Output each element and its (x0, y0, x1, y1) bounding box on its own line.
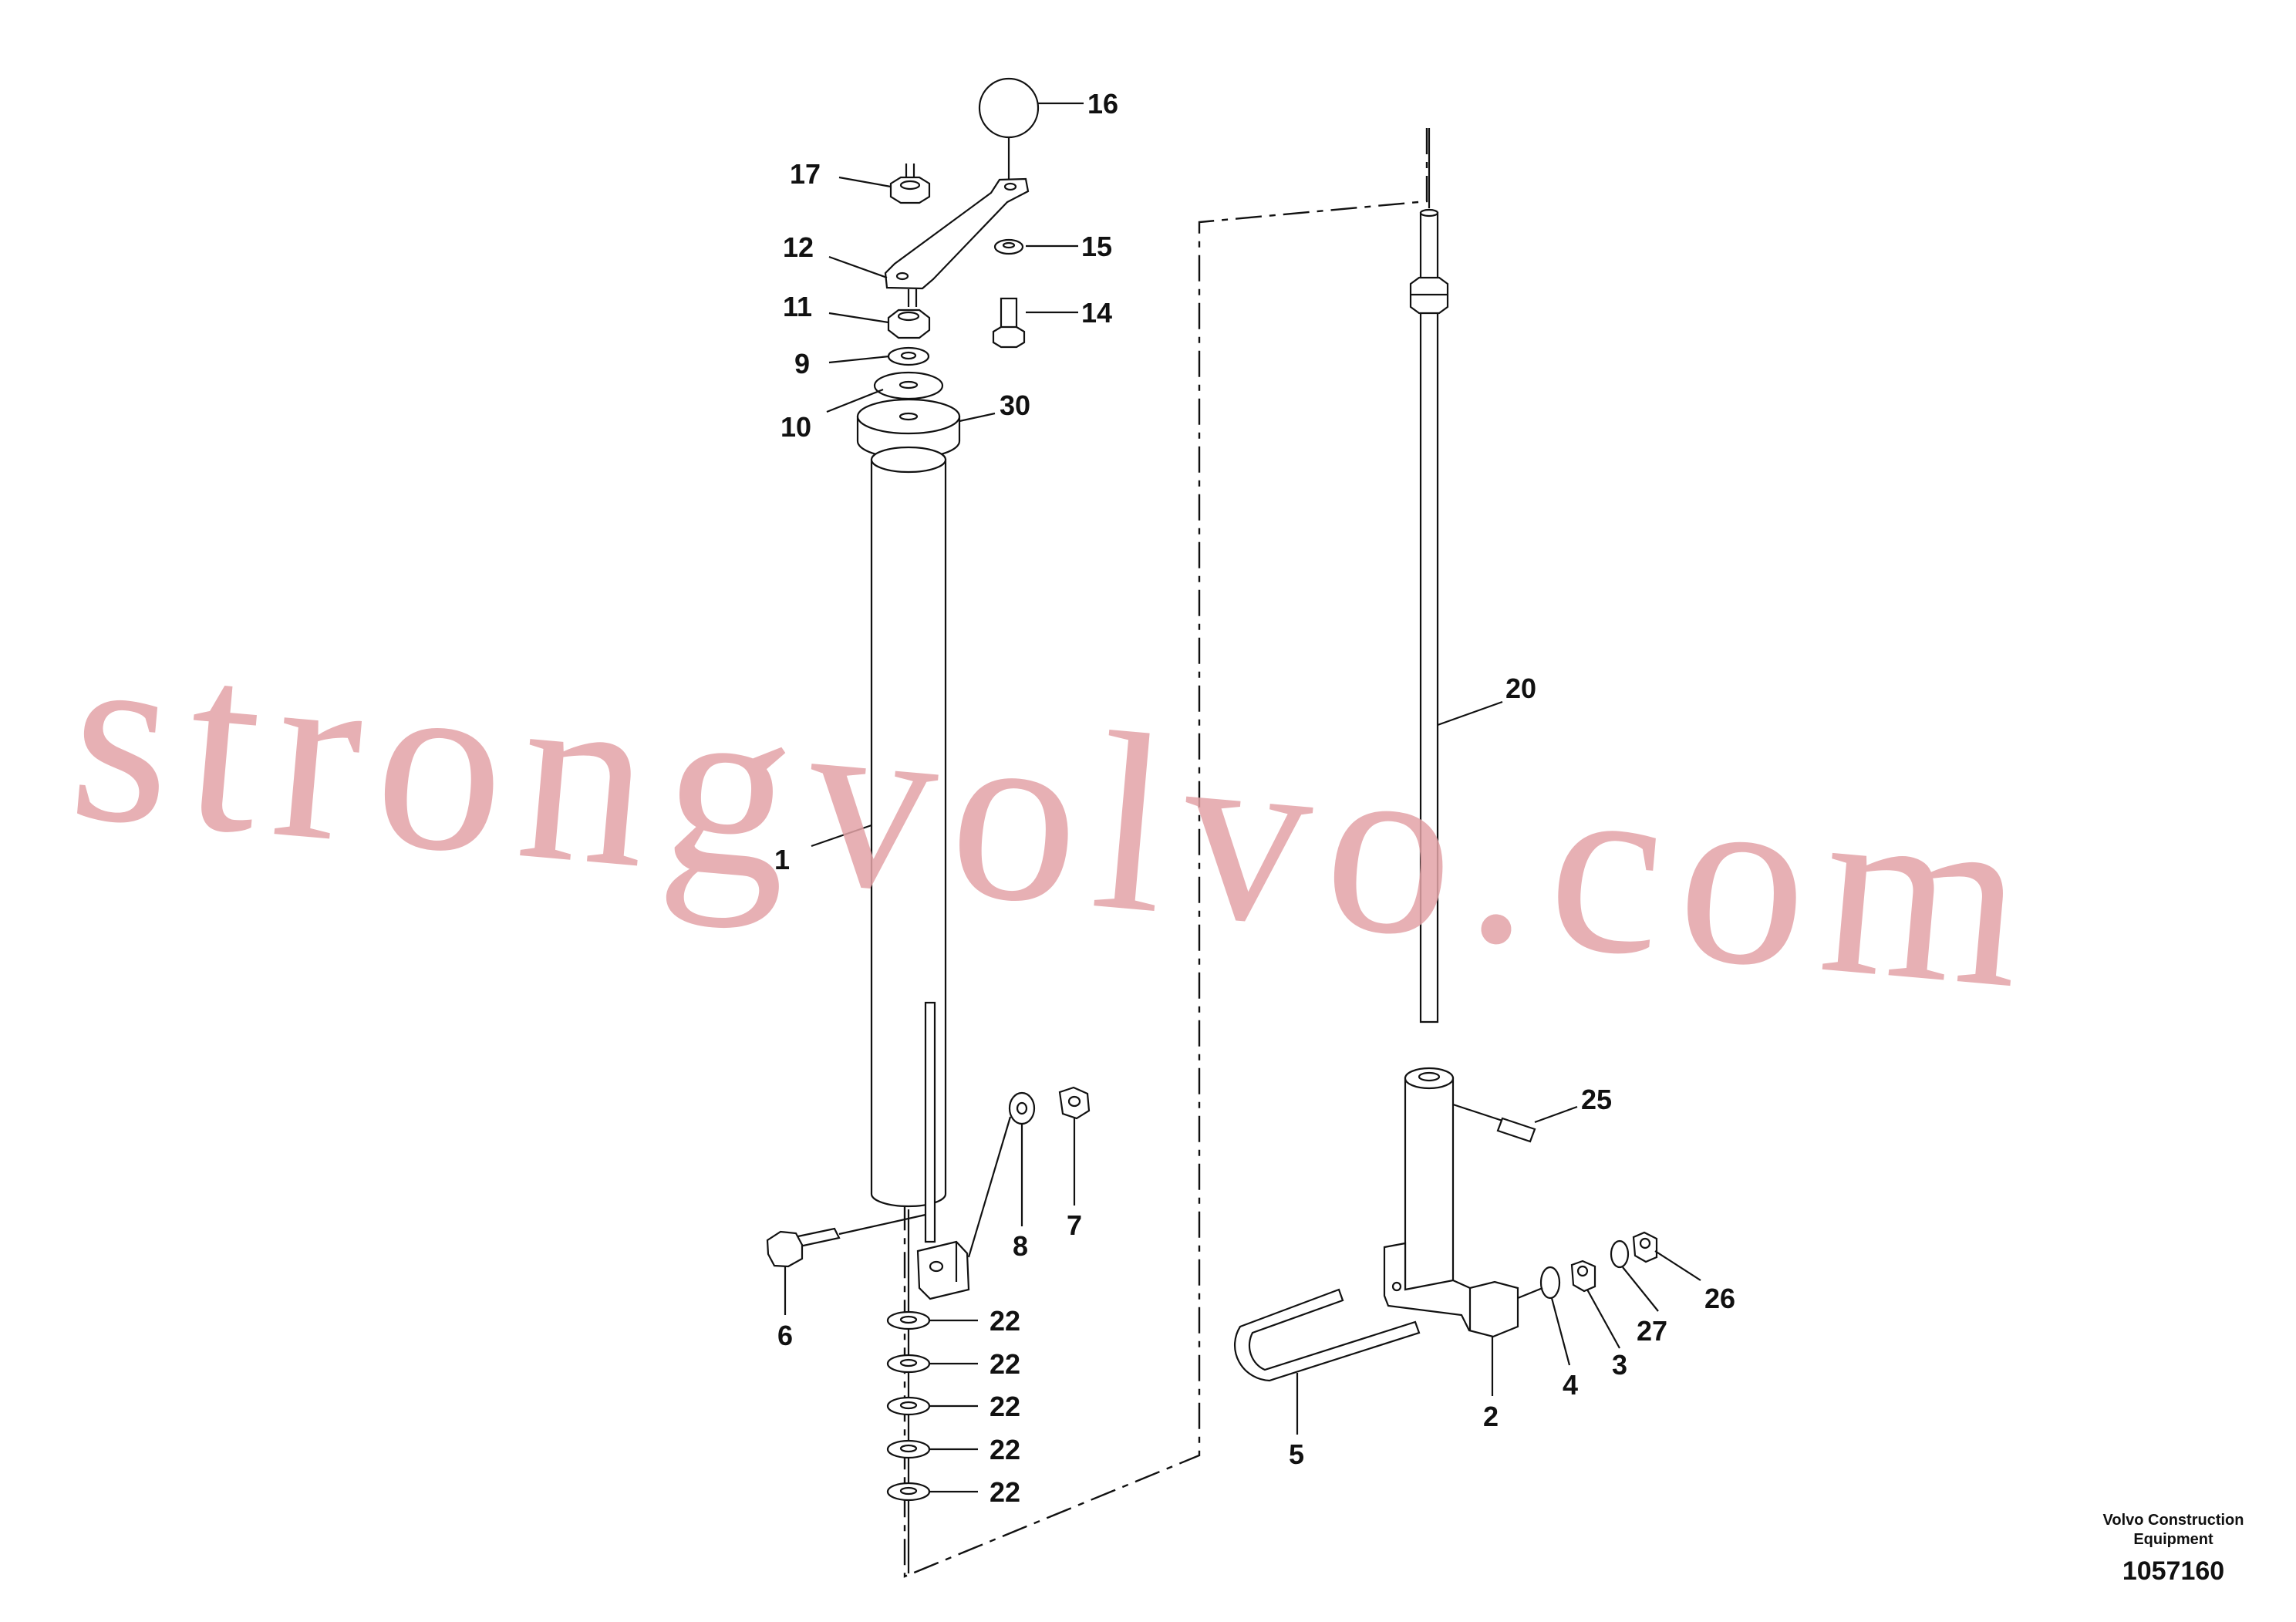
assembly-boundary (903, 128, 1428, 1578)
callout-9: 9 (794, 348, 810, 379)
callout-1: 1 (774, 844, 790, 875)
washer-27 (1610, 1239, 1630, 1269)
callout-11: 11 (783, 291, 812, 322)
lower-tube (1404, 1077, 1455, 1299)
credit-line-1: Volvo Construction (2103, 1512, 2244, 1529)
callout-22: 22 (990, 1391, 1020, 1422)
pin (1496, 1117, 1536, 1143)
document-number: 1057160 (2122, 1556, 2224, 1586)
callout-17: 17 (790, 158, 821, 190)
callout-27: 27 (1637, 1315, 1667, 1347)
callout-26: 26 (1704, 1283, 1735, 1314)
callout-16: 16 (1087, 88, 1118, 120)
clamp (1383, 1242, 1519, 1338)
callout-6: 6 (777, 1320, 793, 1351)
credit-line-2: Equipment (2133, 1531, 2213, 1548)
callout-3: 3 (1612, 1349, 1627, 1381)
washer-4 (1539, 1266, 1561, 1300)
watermark: strongvolvo.com (62, 591, 2051, 1044)
callout-22: 22 (990, 1305, 1020, 1337)
callout-22: 22 (990, 1434, 1020, 1465)
knob (978, 77, 1040, 139)
callout-25: 25 (1581, 1084, 1612, 1115)
callout-4: 4 (1563, 1369, 1578, 1401)
bracket-plate (924, 1001, 936, 1243)
u-bolt (1233, 1288, 1421, 1382)
callout-22: 22 (990, 1348, 1020, 1380)
callout-2: 2 (1483, 1401, 1499, 1432)
clamp-block (916, 1240, 970, 1300)
callout-14: 14 (1081, 297, 1112, 329)
callout-8: 8 (1013, 1230, 1028, 1262)
callout-5: 5 (1289, 1438, 1304, 1470)
callout-12: 12 (783, 231, 814, 263)
callout-22: 22 (990, 1476, 1020, 1508)
callout-30: 30 (1000, 389, 1030, 421)
callout-20: 20 (1505, 673, 1536, 704)
lever-arm (884, 177, 1030, 290)
callout-15: 15 (1081, 231, 1112, 262)
callout-7: 7 (1067, 1209, 1082, 1241)
callout-10: 10 (781, 411, 811, 443)
screw (1000, 297, 1018, 331)
leader-lines (784, 102, 1701, 1493)
